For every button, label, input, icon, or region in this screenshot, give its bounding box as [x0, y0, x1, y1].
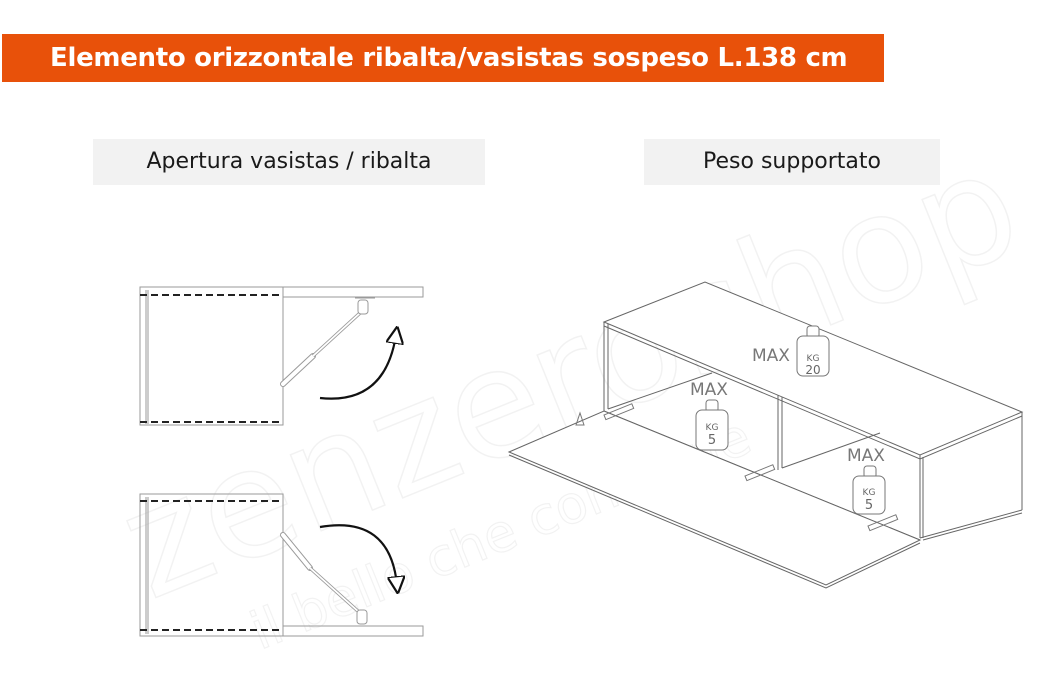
weight-unit: KG	[706, 423, 719, 433]
page-title-banner: Elemento orizzontale ribalta/vasistas so…	[2, 34, 884, 82]
page-title: Elemento orizzontale ribalta/vasistas so…	[50, 43, 848, 73]
max-label: MAX	[752, 346, 790, 366]
weight-left: MAX KG 5	[690, 380, 729, 451]
opening-diagram-down	[139, 493, 424, 637]
weight-top: MAX KG 20	[752, 325, 830, 377]
weight-value: 5	[865, 498, 873, 513]
max-label: MAX	[690, 380, 728, 400]
arrow-up-icon	[319, 335, 396, 400]
weight-right: MAX KG 5	[847, 446, 886, 515]
weight-unit: KG	[863, 488, 876, 498]
weight-value: 20	[805, 363, 820, 377]
opening-diagram-up	[139, 286, 424, 426]
hinge-icon	[575, 403, 899, 532]
weight-label-text: Peso supportato	[703, 149, 881, 174]
max-label: MAX	[847, 446, 885, 466]
weight-value: 5	[708, 433, 716, 448]
gas-piston-icon	[280, 297, 375, 387]
arrow-down-icon	[319, 524, 397, 585]
gas-piston-icon	[280, 532, 374, 627]
opening-label-text: Apertura vasistas / ribalta	[146, 149, 432, 174]
weight-unit: KG	[807, 354, 820, 364]
weight-section-label: Peso supportato	[644, 139, 940, 185]
opening-section-label: Apertura vasistas / ribalta	[93, 139, 485, 185]
